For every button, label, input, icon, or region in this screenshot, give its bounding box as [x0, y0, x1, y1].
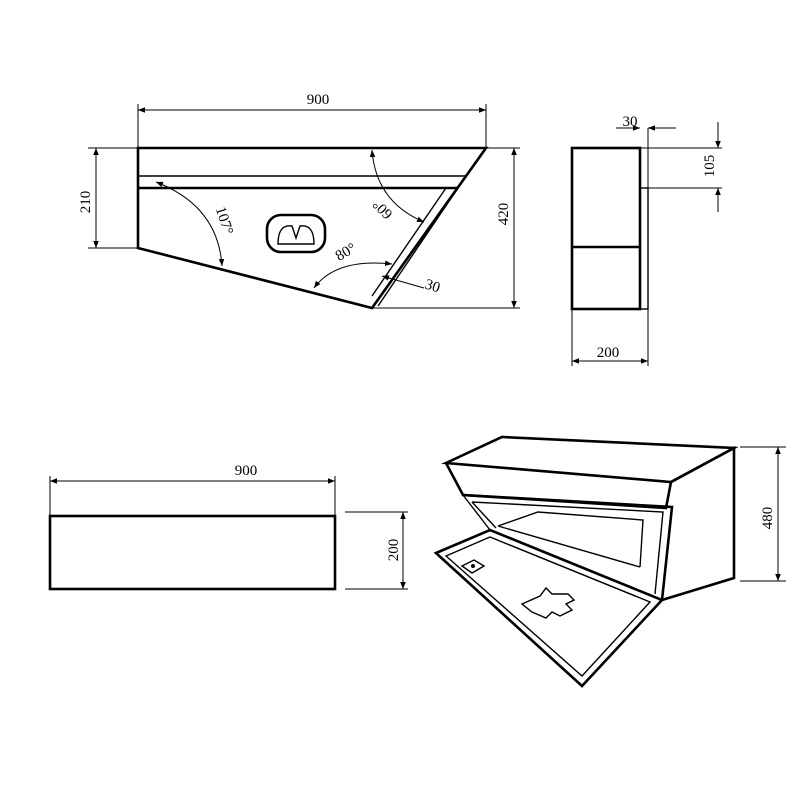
angle-label-60: 60° — [370, 196, 396, 222]
angle-label-80: 80° — [333, 240, 359, 264]
iso-view: 480 — [433, 435, 786, 688]
iso-open-lid — [433, 528, 665, 688]
iso-opening-frame — [462, 493, 674, 601]
angle-label-107: 107° — [212, 205, 236, 237]
side-flange — [639, 187, 649, 310]
iso-top-face — [441, 435, 739, 484]
lid-bracket-icon — [520, 586, 576, 619]
angle-arc-60 — [369, 149, 425, 223]
iso-height-label: 480 — [760, 507, 776, 530]
angle-arc-80 — [313, 260, 393, 289]
front-left-height-label: 210 — [78, 191, 94, 214]
side-depth-label: 200 — [597, 345, 620, 361]
top-depth-label: 200 — [386, 539, 402, 562]
front-width-label: 900 — [307, 92, 330, 108]
top-width-label: 900 — [235, 463, 258, 479]
handle-icon — [265, 213, 327, 254]
side-view: 30 105 200 — [570, 114, 722, 366]
top-view-outline — [48, 514, 337, 591]
lid-lock-icon — [460, 559, 486, 574]
iso-right-side — [661, 445, 736, 602]
front-view: 900 210 420 107° 60° 80° 30 — [78, 92, 520, 310]
front-right-height-label: 420 — [496, 203, 512, 226]
front-flange-dim — [381, 275, 425, 289]
angle-arc-107 — [155, 181, 225, 267]
front-flange-label: 30 — [423, 277, 442, 297]
side-height-label: 105 — [702, 155, 718, 178]
side-view-outline — [570, 146, 642, 311]
iso-shelf — [497, 511, 644, 568]
top-view: 900 200 — [48, 463, 408, 591]
side-flange-label: 30 — [623, 114, 638, 130]
